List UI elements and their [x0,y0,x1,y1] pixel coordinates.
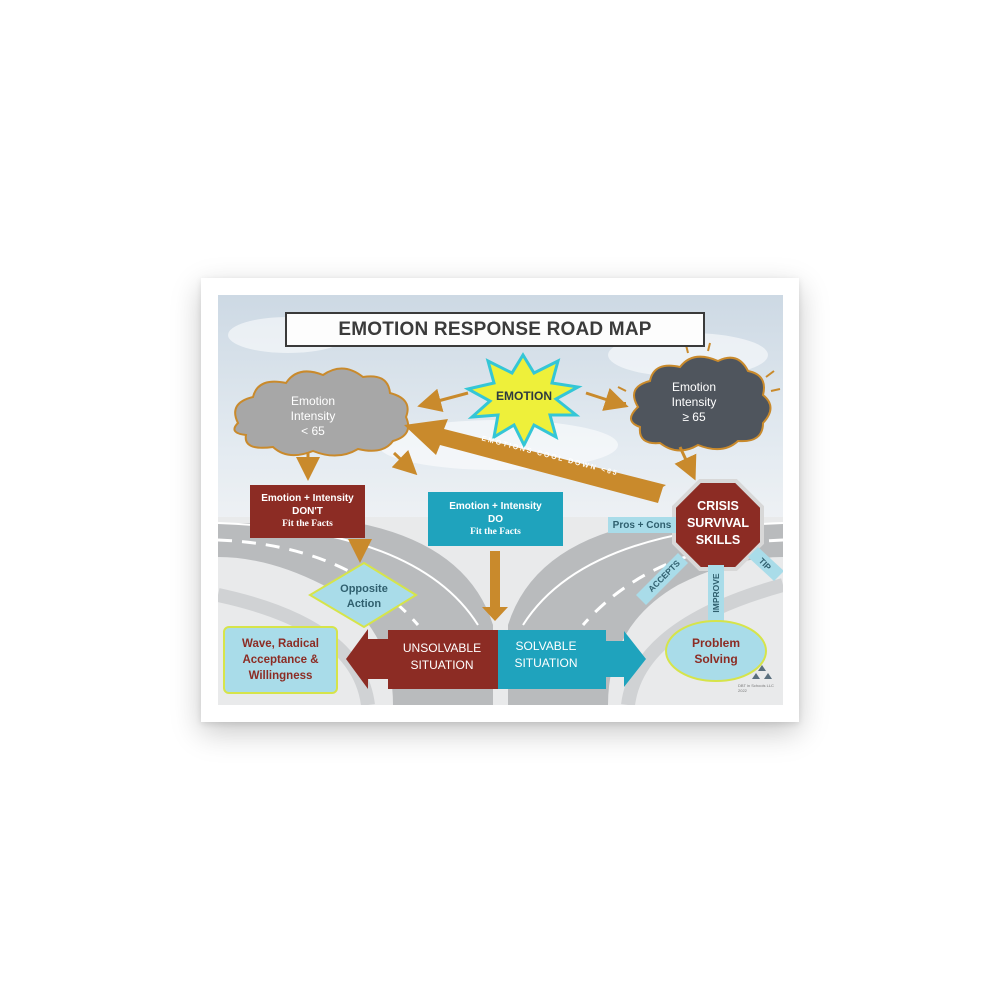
emotion-label: EMOTION [496,389,552,403]
unsolvable-label: UNSOLVABLE SITUATION [388,640,496,674]
cloud-high-line3: ≥ 65 [682,410,706,424]
box-do-line1: Emotion + Intensity [449,500,542,512]
crisis-line3: SKILLS [695,533,741,547]
improve-tag-label: IMPROVE [711,573,721,613]
crisis-sign-label: CRISIS SURVIVAL SKILLS [680,498,756,549]
footer-credit: DBT in Schools LLC 2022 [738,683,774,693]
unsolvable-line2: SITUATION [410,658,474,672]
problem-line1: Problem [691,636,740,650]
box-do-line2: DO [488,513,503,525]
logo-icon [752,665,772,679]
emotion-burst-shape [463,352,583,449]
cloud-low-line1: Emotion [290,394,336,408]
arrow-emotion-to-low [417,388,469,412]
unsolvable-line1: UNSOLVABLE [402,641,482,655]
arrow-do-to-solvable [482,551,508,621]
box-dont-line1: Emotion + Intensity [261,493,354,504]
cloud-high-line2: Intensity [671,395,717,409]
cloud-high-line1: Emotion [671,380,717,394]
arrow-high-to-crisis [674,446,697,481]
page-title: EMOTION RESPONSE ROAD MAP [285,312,705,347]
cloud-high-label: Emotion Intensity ≥ 65 [654,380,734,425]
cloud-low-line2: Intensity [290,409,336,423]
wave-line1: Wave, Radical [242,638,319,650]
tip-tag-shape [748,547,783,581]
accepts-tag-shape [636,553,688,605]
box-do-line3: Fit the Facts [470,526,521,537]
cloud-high-shape [616,342,781,452]
opposite-action-shape [308,561,418,629]
solvable-label: SOLVABLE SITUATION [498,638,594,672]
pros-cons-tag: Pros + Cons [608,517,676,533]
opposite-line2: Action [346,598,382,610]
problem-line2: Solving [694,652,738,666]
solvable-line2: SITUATION [514,656,578,670]
improve-tag-shape [708,565,724,623]
box-dont-fit-facts: Emotion + Intensity DON'T Fit the Facts [250,485,365,538]
flow-arrows [296,388,697,563]
solvable-arrow-shape [498,630,646,689]
box-dont-line3: Fit the Facts [282,519,333,529]
cloud-low-line3: < 65 [301,424,325,438]
cloud-low-label: Emotion Intensity < 65 [273,394,353,439]
wave-acceptance-box: Wave, Radical Acceptance & Willingness [223,626,338,694]
opposite-action-label: Opposite Action [323,582,405,612]
solvable-line1: SOLVABLE [515,639,577,653]
box-do-fit-facts: Emotion + Intensity DO Fit the Facts [428,492,563,546]
opposite-line1: Opposite [340,583,388,595]
wave-line3: Willingness [248,670,313,682]
arrow-emotion-to-high [585,388,629,411]
poster: EMOTION RESPONSE ROAD MAP Emotion Intens… [201,278,799,722]
road-map-scene: EMOTION RESPONSE ROAD MAP Emotion Intens… [218,295,783,705]
cloud-low-shape [233,367,410,457]
cool-down-arrow-shape [404,419,666,503]
wave-line2: Acceptance & [242,654,319,666]
crisis-line2: SURVIVAL [686,516,750,530]
problem-solving-label: Problem Solving [676,635,756,667]
road-map-graphics [218,317,783,705]
arrow-low-to-do [391,449,418,476]
unsolvable-arrow-shape [346,629,498,689]
box-dont-line2: DON'T [292,506,323,517]
problem-solving-shape [665,620,767,682]
crisis-line1: CRISIS [697,499,739,513]
